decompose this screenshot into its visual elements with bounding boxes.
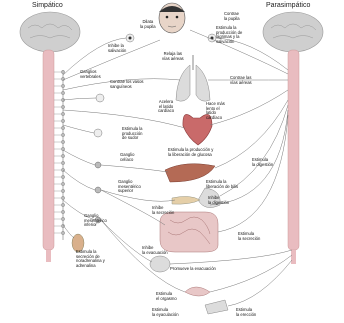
pancreas <box>172 196 200 204</box>
chain-ganglion <box>61 210 64 213</box>
label-stim-ejaculation: Estimula la eyaculación <box>152 308 179 317</box>
label-accel-heart: Acelera el latido cardíaco <box>158 100 174 114</box>
chain-ganglion <box>61 231 64 234</box>
left-spinal-cord <box>43 50 54 262</box>
chain-ganglion <box>61 140 64 143</box>
chain-ganglion <box>61 189 64 192</box>
left-brain <box>20 12 80 52</box>
label-promote-evacuation: Promueve la evacuación <box>170 267 216 272</box>
chain-ganglion <box>61 70 64 73</box>
label-relax-airways: Relaja las vías aéreas <box>162 52 184 61</box>
label-stim-erection: Estimula la erección <box>236 308 256 317</box>
chain-ganglion <box>61 119 64 122</box>
chain-ganglion <box>61 112 64 115</box>
label-stim-sweat: Estimula la producción de sudor <box>122 127 143 141</box>
chain-ganglion <box>61 77 64 80</box>
header-sympathetic: Simpático <box>32 2 63 9</box>
ganglion-icon-sup-mes <box>95 187 101 193</box>
bladder <box>150 256 170 272</box>
chain-ganglion <box>61 224 64 227</box>
chain-ganglion <box>61 182 64 185</box>
lungs <box>176 55 210 101</box>
chain-ganglion <box>61 84 64 87</box>
label-sup-mes-ganglion: Ganglio mesentérico superior <box>118 180 141 194</box>
header-parasympathetic: Parasimpático <box>266 2 310 9</box>
label-inhibit-digestion: Inhibe la digestión <box>208 196 229 205</box>
sympathetic-chain <box>54 70 65 240</box>
label-inhibit-evacuation: Inhibe la evacuación <box>142 246 168 255</box>
label-slow-heart: Hace más lento el latido cardíaco <box>206 102 225 120</box>
chain-ganglion <box>61 133 64 136</box>
label-dilate-pupil: Dilata la pupila <box>140 20 156 29</box>
eye-icon-left <box>126 34 134 42</box>
label-stim-glucose: Estimula la producción y la liberación d… <box>168 148 213 157</box>
label-inf-mes-ganglion: Ganglio mesentérico inferior <box>84 214 107 228</box>
sweat-gland-icon <box>94 129 102 137</box>
right-spinal-cord <box>288 50 299 264</box>
label-stim-bile: Estimula la liberación de bilis <box>206 180 238 189</box>
label-stim-orgasm: Estimula el orgasmo <box>156 292 177 301</box>
label-stim-digestion-right: Estimula la digestión <box>252 158 273 167</box>
label-inhibit-secretion: Inhibe la secreción <box>152 206 174 215</box>
chain-ganglion <box>61 154 64 157</box>
label-celiac-ganglion: Ganglio celíaco <box>120 153 134 162</box>
chain-ganglion <box>61 175 64 178</box>
chain-ganglion <box>61 161 64 164</box>
label-contract-airways: Contrae las vías aéreas <box>230 76 252 85</box>
right-brain <box>263 12 323 52</box>
intestines <box>160 212 218 252</box>
chain-ganglion <box>61 217 64 220</box>
label-ganglia-vertebral: Ganglios vertebrales <box>80 70 101 79</box>
chain-ganglion <box>61 196 64 199</box>
chain-ganglion <box>61 91 64 94</box>
face <box>159 3 185 33</box>
label-stim-tears: Estimula la producción de lágrimas y la … <box>216 26 242 44</box>
label-stim-noradrenaline: Estimula la secreción de noradrenalina y… <box>76 250 105 268</box>
ganglion-icon-celiac <box>95 162 101 168</box>
label-stim-secretion: Estimula la secreción <box>238 232 260 241</box>
label-inhibit-saliva: Inhibe la salivación <box>108 44 126 53</box>
label-contract-pupil: Contrae la pupila <box>224 12 240 21</box>
reproductive-organs <box>185 287 228 314</box>
chain-ganglion <box>61 126 64 129</box>
chain-ganglion <box>61 203 64 206</box>
chain-ganglion <box>61 105 64 108</box>
blood-vessel-icon <box>96 94 104 102</box>
label-contract-vessels: Contrae los vasos sanguíneos <box>110 80 144 89</box>
